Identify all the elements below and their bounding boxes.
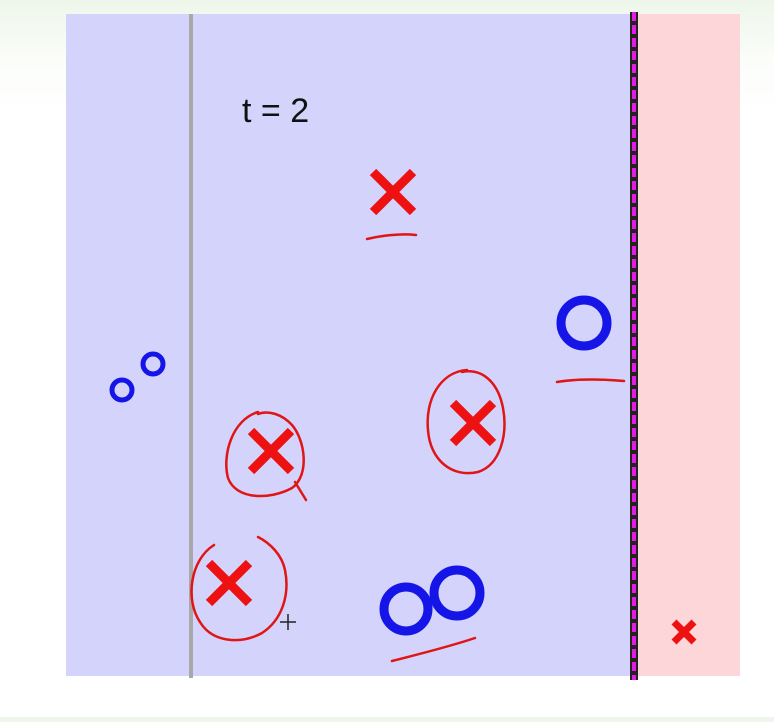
cross-marks	[205, 168, 697, 645]
time-step-label: t = 2	[242, 92, 310, 130]
blue-region	[66, 14, 634, 676]
cross-mark	[247, 427, 295, 475]
cursor-plus-icon	[280, 614, 296, 630]
cross-mark	[671, 619, 697, 645]
circle-mark	[109, 377, 135, 403]
circle-annotation	[225, 410, 308, 502]
cross-mark	[205, 559, 253, 607]
cross-mark	[449, 399, 497, 447]
circle-mark	[379, 582, 433, 636]
circle-mark	[140, 351, 166, 377]
handwritten-annotations	[190, 233, 626, 663]
pink-region	[634, 14, 740, 676]
circle-mark	[429, 565, 485, 621]
underline-annotation	[555, 378, 626, 384]
circle-marks	[109, 295, 612, 636]
circle-annotation	[190, 535, 288, 642]
circle-annotation	[426, 368, 506, 475]
underline-annotation	[390, 636, 477, 663]
underline-annotation	[365, 233, 418, 241]
circle-mark	[556, 295, 612, 351]
cross-mark	[369, 168, 417, 216]
